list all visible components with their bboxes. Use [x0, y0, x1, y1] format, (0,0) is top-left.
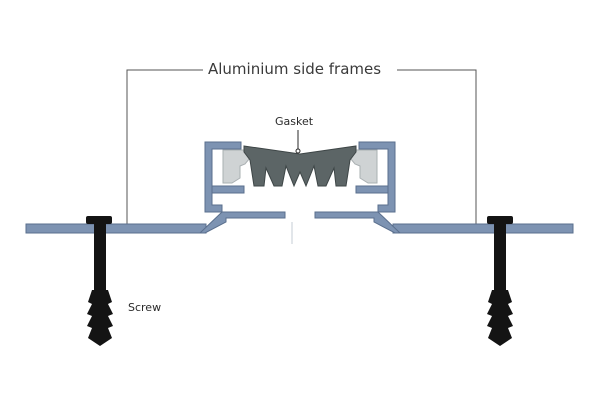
left-aluminium-frame	[198, 141, 286, 234]
left-screw	[86, 216, 113, 346]
gasket-leader-dot	[295, 148, 301, 154]
side-frames-label: Aluminium side frames	[208, 60, 382, 78]
screw-label: Screw	[128, 301, 162, 314]
right-screw	[487, 216, 513, 346]
gasket-label: Gasket	[275, 115, 314, 128]
left-sheet	[25, 223, 207, 234]
right-aluminium-frame	[314, 141, 402, 234]
center-gap-mark	[291, 222, 293, 244]
side-frames-leader	[124, 69, 479, 232]
gasket	[243, 145, 357, 188]
right-sheet	[392, 223, 574, 234]
